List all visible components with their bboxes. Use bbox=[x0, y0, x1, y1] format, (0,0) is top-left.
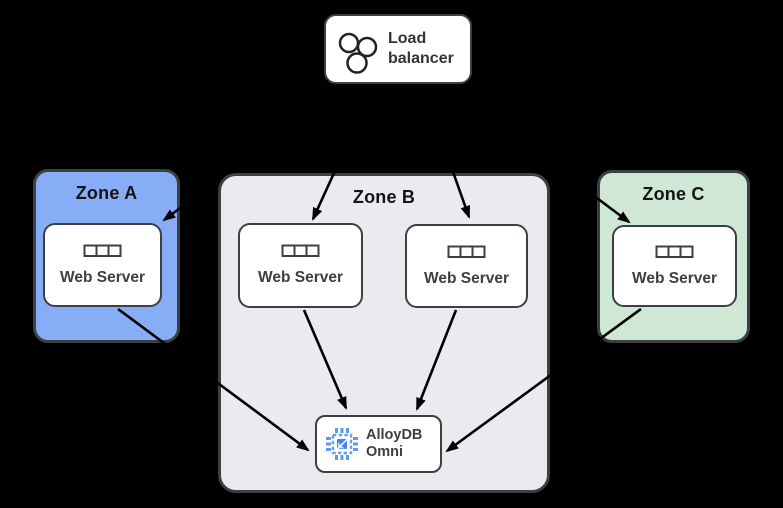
web-server-zone-a: Web Server bbox=[43, 223, 162, 307]
web-server-label: Web Server bbox=[631, 269, 717, 287]
web-server-zone-b-1: Web Server bbox=[238, 223, 363, 308]
web-server-label: Web Server bbox=[59, 268, 145, 286]
alloydb-omni-label: AlloyDB Omni bbox=[366, 427, 423, 460]
web-server-zone-b-2: Web Server bbox=[405, 224, 528, 308]
arrow-web-server-zone-a-to-alloydb-omni bbox=[117, 307, 310, 452]
arrow-load-balancer-to-web-server-zone-b-2 bbox=[422, 89, 471, 219]
alloydb-chip-icon bbox=[326, 428, 358, 460]
web-server-label: Web Server bbox=[423, 269, 509, 287]
arrow-web-server-zone-c-to-alloydb-omni bbox=[445, 307, 642, 453]
load-balancer-circles-icon bbox=[338, 32, 378, 74]
load-balancer-label: Load balancer bbox=[388, 30, 454, 67]
alloydb-omni-node: AlloyDB Omni bbox=[315, 415, 442, 473]
arrow-load-balancer-to-web-server-zone-c bbox=[451, 88, 631, 224]
zone-b-title: Zone B bbox=[352, 187, 416, 207]
arrow-web-server-zone-b-2-to-alloydb-omni bbox=[415, 309, 458, 411]
zone-c-title: Zone C bbox=[642, 184, 705, 204]
web-server-zone-c: Web Server bbox=[612, 225, 737, 307]
web-server-label: Web Server bbox=[257, 269, 343, 286]
server-rack-icon bbox=[281, 244, 319, 257]
server-rack-icon bbox=[447, 245, 485, 258]
arrow-load-balancer-to-web-server-zone-b-1 bbox=[311, 89, 374, 221]
server-rack-icon bbox=[655, 245, 693, 258]
arrow-web-server-zone-b-1-to-alloydb-omni bbox=[302, 309, 348, 410]
zone-a-title: Zone A bbox=[75, 183, 138, 203]
arrow-load-balancer-to-web-server-zone-a bbox=[162, 88, 341, 222]
server-rack-icon bbox=[83, 244, 121, 257]
load-balancer-node: Load balancer bbox=[324, 14, 472, 84]
